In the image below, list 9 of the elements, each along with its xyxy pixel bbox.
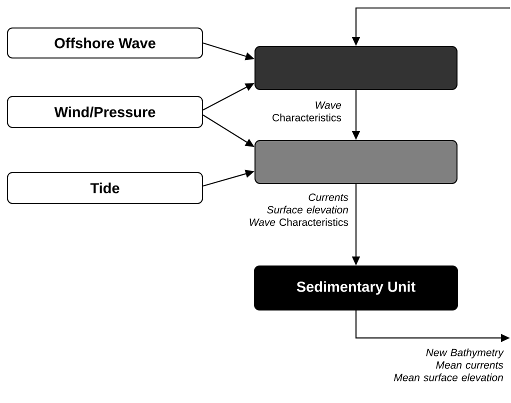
model-box: [254, 46, 458, 90]
process-box: Sedimentary Unit: [254, 265, 458, 310]
input-box: Offshore Wave: [7, 28, 203, 58]
model-box: [254, 140, 458, 184]
input-box: Tide: [7, 172, 203, 204]
edge-label: New Bathymetry Mean currents Mean surface elevation: [394, 348, 504, 382]
edge-label: Wave Characteristics: [272, 102, 342, 122]
edge-label: Currents Surface elevation Wave Characteristics: [250, 194, 348, 226]
input-box: Wind/Pressure: [7, 96, 203, 128]
